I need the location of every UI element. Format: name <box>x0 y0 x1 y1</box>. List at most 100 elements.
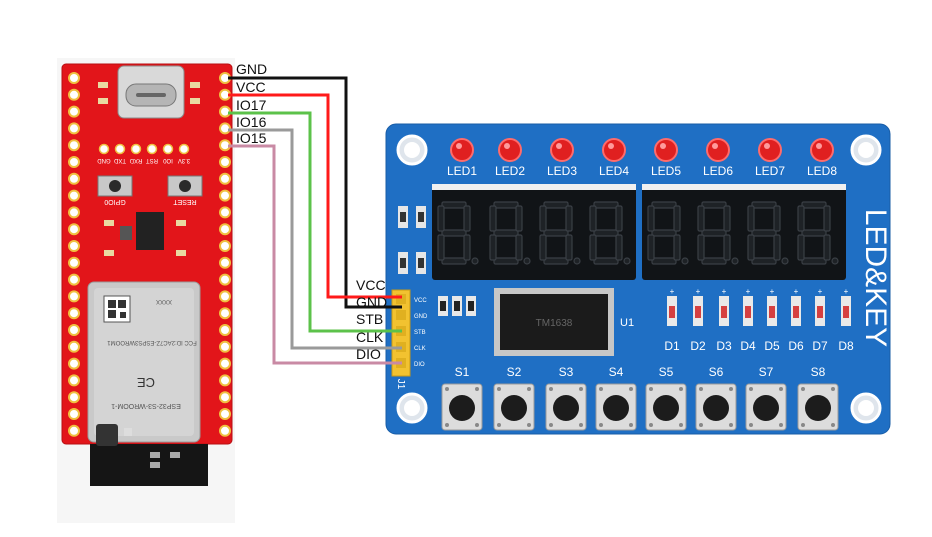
led-label: LED3 <box>547 164 577 178</box>
switch-label: S7 <box>759 365 774 379</box>
led-label: LED8 <box>807 164 837 178</box>
j1-pin-label: DIO <box>414 362 425 368</box>
esp-pin-column-right <box>219 72 231 437</box>
label-io16: IO16 <box>236 114 267 130</box>
d-label: D8 <box>838 339 854 353</box>
pin-hole <box>219 307 231 320</box>
led-4 <box>602 138 626 162</box>
pin-hole <box>68 189 80 202</box>
switch-label: S3 <box>559 365 574 379</box>
svg-text:+: + <box>746 287 751 296</box>
pin-hole <box>68 408 80 420</box>
push-button-3[interactable] <box>545 383 587 431</box>
pin-hole <box>68 156 80 168</box>
digit-8 <box>797 201 839 265</box>
switch-label: S6 <box>709 365 724 379</box>
svg-text:+: + <box>770 287 775 296</box>
led-label: LED4 <box>599 164 629 178</box>
esp-pin-label: IO0 <box>163 157 173 163</box>
svg-text:+: + <box>844 287 849 296</box>
esp-pin-label: RXD <box>129 157 142 163</box>
seven-seg-display-right <box>642 184 846 280</box>
pin-hole <box>219 189 231 202</box>
d-label: D1 <box>664 339 680 353</box>
board-title: LED&KEY <box>859 209 892 347</box>
svg-text:+: + <box>696 287 701 296</box>
switch-label: S5 <box>659 365 674 379</box>
push-button-2[interactable] <box>493 383 535 431</box>
chip-label: U1 <box>620 317 634 329</box>
push-button-4[interactable] <box>595 383 637 431</box>
j1-label: J1 <box>395 379 406 390</box>
d-label: D6 <box>788 339 804 353</box>
pin-hole <box>219 156 231 168</box>
push-button-8[interactable] <box>797 383 839 431</box>
led-3 <box>550 138 574 162</box>
digit-1 <box>437 201 479 265</box>
switch-label: S2 <box>507 365 522 379</box>
seven-seg-display-left <box>432 184 636 280</box>
pin-hole <box>68 105 80 118</box>
pin-hole <box>219 408 231 420</box>
gpio0-label: GPIO0 <box>104 198 126 205</box>
switch-label: S8 <box>811 365 826 379</box>
switch-label: S4 <box>609 365 624 379</box>
vcc-wire <box>228 93 402 299</box>
esp-pin-column-left <box>68 72 80 437</box>
pin-hole <box>219 223 231 236</box>
push-button-1[interactable] <box>441 383 483 431</box>
j1-pin-label: VCC <box>414 298 427 304</box>
digit-3 <box>539 201 581 265</box>
led-8 <box>810 138 834 162</box>
led-label: LED5 <box>651 164 681 178</box>
pin-hole <box>68 357 80 370</box>
pin-hole <box>219 374 231 387</box>
d-label: D3 <box>716 339 732 353</box>
led-label: LED2 <box>495 164 525 178</box>
module-text: FCC ID:2AC7Z-ESPS3WROOM1 <box>107 339 197 345</box>
label-gnd-tm: GND <box>356 294 387 310</box>
d-label: D5 <box>764 339 780 353</box>
pin-hole <box>68 340 80 353</box>
push-button-5[interactable] <box>645 383 687 431</box>
io16-wire <box>228 128 402 350</box>
esp32-board: GND TXD RXD RST IO0 3.3V GPIO0 RESET <box>57 58 235 523</box>
ce-mark: CE <box>137 375 155 390</box>
pin-hole <box>68 240 80 252</box>
left-labels: GND VCC IO17 IO16 IO15 <box>236 61 267 146</box>
pin-hole <box>68 273 80 286</box>
label-vcc-tm: VCC <box>356 277 386 293</box>
reset-label: RESET <box>173 198 197 205</box>
switch-label: S1 <box>455 365 470 379</box>
pin-hole <box>219 256 231 269</box>
pin-hole <box>219 273 231 286</box>
wires <box>228 76 402 365</box>
pin-hole <box>68 122 80 135</box>
pin-hole <box>68 223 80 236</box>
pin-hole <box>219 324 231 336</box>
module-antenna-area <box>90 444 208 486</box>
chip-text: TM1638 <box>536 318 573 329</box>
led-1 <box>450 138 474 162</box>
svg-text:+: + <box>670 287 675 296</box>
label-gnd-esp: GND <box>236 61 267 77</box>
push-button-6[interactable] <box>695 383 737 431</box>
voltage-regulator <box>136 212 164 250</box>
pin-hole <box>219 290 231 303</box>
svg-text:+: + <box>794 287 799 296</box>
led-label: LED6 <box>703 164 733 178</box>
io17-wire <box>228 111 402 333</box>
esp-pin-label: 3.3V <box>178 157 190 163</box>
led-6 <box>706 138 730 162</box>
j1-pin-label: STB <box>414 330 426 336</box>
esp-pin-label: TXD <box>113 157 126 163</box>
pin-hole <box>219 240 231 252</box>
push-button-7[interactable] <box>745 383 787 431</box>
io15-wire <box>228 144 402 365</box>
digit-6 <box>697 201 739 265</box>
label-io17: IO17 <box>236 97 267 113</box>
j1-pin-label: CLK <box>414 346 426 352</box>
svg-text:XXXX: XXXX <box>156 298 172 304</box>
pin-hole <box>68 307 80 320</box>
label-vcc-esp: VCC <box>236 79 266 95</box>
